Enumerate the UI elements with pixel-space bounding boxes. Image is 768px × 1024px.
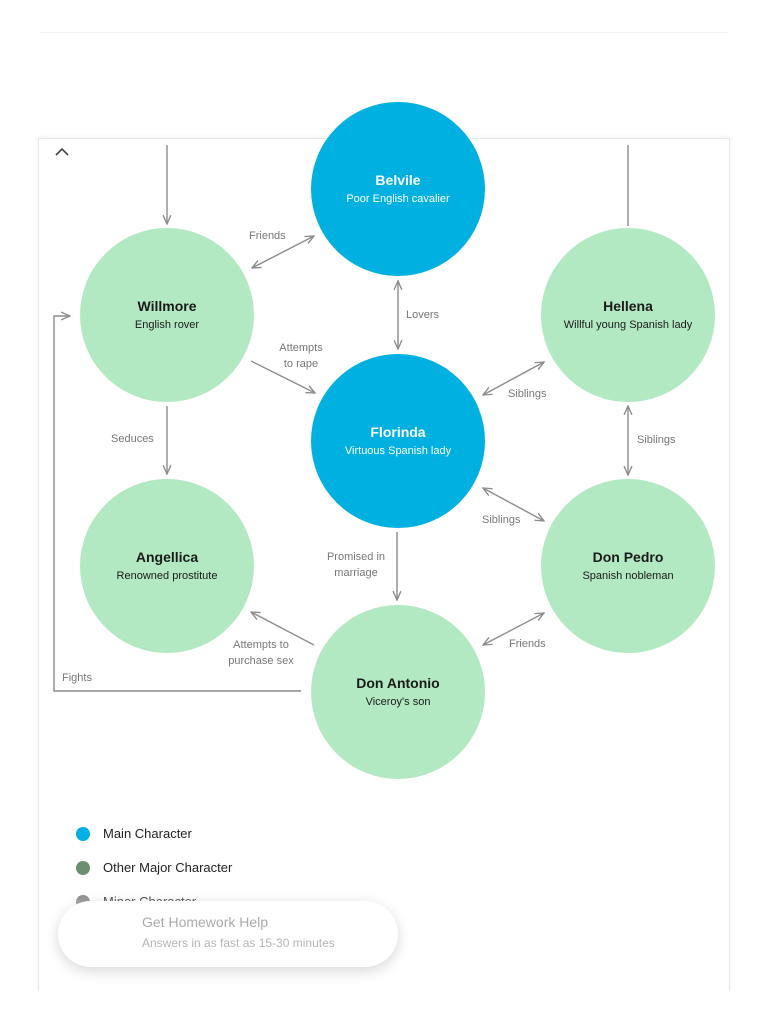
legend-main-label: Main Character xyxy=(103,826,192,841)
node-angellica-name: Angellica xyxy=(136,549,198,565)
node-willmore[interactable]: Willmore English rover xyxy=(80,228,254,402)
node-willmore-name: Willmore xyxy=(138,298,197,314)
node-angellica-circle xyxy=(80,479,254,653)
node-don-pedro[interactable]: Don Pedro Spanish nobleman xyxy=(541,479,715,653)
node-angellica-desc: Renowned prostitute xyxy=(117,570,218,582)
label-siblings-hellena-florinda: Siblings xyxy=(508,388,547,400)
node-florinda[interactable]: Florinda Virtuous Spanish lady xyxy=(311,354,485,528)
legend-other-major-label: Other Major Character xyxy=(103,860,233,875)
label-promised-line2: marriage xyxy=(334,567,377,579)
node-angellica[interactable]: Angellica Renowned prostitute xyxy=(80,479,254,653)
label-seduces: Seduces xyxy=(111,433,154,445)
node-don-antonio[interactable]: Don Antonio Viceroy's son xyxy=(311,605,485,779)
label-attempts-rape-line2: to rape xyxy=(284,358,318,370)
node-belvile-circle xyxy=(311,102,485,276)
edge-hellena-florinda xyxy=(483,362,544,395)
node-hellena-circle xyxy=(541,228,715,402)
node-don-pedro-circle xyxy=(541,479,715,653)
label-purchase-line1: Attempts to xyxy=(233,639,289,651)
legend-other-major-dot xyxy=(76,860,90,875)
label-siblings-hellena-donpedro: Siblings xyxy=(637,434,676,446)
legend-main-character: Main Character xyxy=(76,826,192,841)
label-promised-line1: Promised in xyxy=(327,551,385,563)
edge-donpedro-donantonio xyxy=(483,613,544,645)
homework-help-title: Get Homework Help xyxy=(142,914,269,930)
collapse-button[interactable] xyxy=(50,142,74,162)
node-belvile-name: Belvile xyxy=(375,172,420,188)
homework-help-subtitle: Answers in as fast as 15-30 minutes xyxy=(142,936,335,950)
label-fights: Fights xyxy=(62,672,92,684)
node-florinda-desc: Virtuous Spanish lady xyxy=(345,445,452,457)
edge-florinda-donpedro xyxy=(483,488,544,521)
node-don-antonio-desc: Viceroy's son xyxy=(366,696,431,708)
label-siblings-florinda-donpedro: Siblings xyxy=(482,514,521,526)
node-hellena-desc: Willful young Spanish lady xyxy=(564,319,693,331)
node-hellena-name: Hellena xyxy=(603,298,653,314)
label-lovers: Lovers xyxy=(406,309,440,321)
node-belvile[interactable]: Belvile Poor English cavalier xyxy=(311,102,485,276)
edge-willmore-florinda xyxy=(250,360,315,393)
legend-other-major-character: Other Major Character xyxy=(76,860,232,875)
node-hellena[interactable]: Hellena Willful young Spanish lady xyxy=(541,228,715,402)
edge-willmore-belvile xyxy=(252,236,314,268)
homework-help-button[interactable]: Get Homework Help Answers in as fast as … xyxy=(58,901,398,967)
node-belvile-desc: Poor English cavalier xyxy=(346,193,450,205)
chevron-up-icon xyxy=(55,147,69,156)
node-don-antonio-circle xyxy=(311,605,485,779)
node-willmore-desc: English rover xyxy=(135,319,200,331)
node-don-pedro-desc: Spanish nobleman xyxy=(582,570,673,582)
node-florinda-name: Florinda xyxy=(370,424,425,440)
edge-donantonio-angellica xyxy=(251,612,315,646)
node-don-antonio-name: Don Antonio xyxy=(356,675,439,691)
node-florinda-circle xyxy=(311,354,485,528)
node-don-pedro-name: Don Pedro xyxy=(593,549,664,565)
edge-donantonio-willmore-fights xyxy=(53,316,301,692)
node-willmore-circle xyxy=(80,228,254,402)
label-attempts-rape-line1: Attempts xyxy=(279,342,323,354)
top-divider xyxy=(40,32,728,33)
label-purchase-line2: purchase sex xyxy=(228,655,294,667)
label-friends-donpedro-donantonio: Friends xyxy=(509,638,546,650)
legend-main-dot xyxy=(76,826,90,841)
label-friends-willmore-belvile: Friends xyxy=(249,230,286,242)
